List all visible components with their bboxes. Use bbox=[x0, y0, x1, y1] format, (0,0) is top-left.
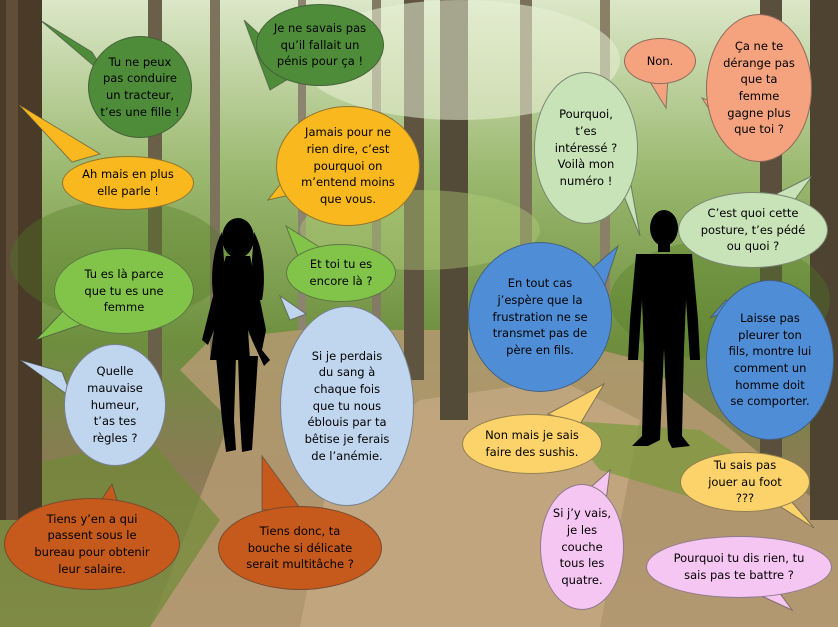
speech-bubble: Non mais je sais faire des sushis. bbox=[462, 414, 602, 474]
bubble-text: C’est quoi cette posture, t’es pédé ou q… bbox=[700, 205, 806, 254]
speech-bubble: Je ne savais pas qu’il fallait un pénis … bbox=[256, 4, 384, 86]
speech-bubble: Pourquoi tu dis rien, tu sais pas te bat… bbox=[646, 536, 832, 598]
speech-bubble: Tu ne peux pas conduire un tracteur, t’e… bbox=[88, 36, 192, 138]
bubble-text: Tu sais pas jouer au foot ??? bbox=[708, 458, 782, 506]
bubble-text: Je ne savais pas qu’il fallait un pénis … bbox=[273, 20, 367, 69]
bubble-text: Quelle mauvaise humeur, t’as tes règles … bbox=[87, 364, 143, 445]
bubble-text: Jamais pour ne rien dire, c’est pourquoi… bbox=[301, 125, 395, 206]
bubble-text: Si j’y vais, je les couche tous les quat… bbox=[552, 506, 612, 587]
bubble-text: Pourquoi tu dis rien, tu sais pas te bat… bbox=[673, 551, 805, 582]
speech-bubble: Si j’y vais, je les couche tous les quat… bbox=[540, 484, 624, 610]
bubble-text: Tu ne peux pas conduire un tracteur, t’e… bbox=[100, 54, 180, 119]
speech-bubble: Tiens donc, ta bouche si délicate serait… bbox=[218, 506, 382, 590]
bubble-text: Non mais je sais faire des sushis. bbox=[485, 428, 579, 459]
speech-bubble: En tout cas j’espère que la frustration … bbox=[468, 242, 612, 392]
speech-bubble: Tu es là parce que tu es une femme bbox=[54, 248, 194, 334]
bubble-text: Tiens y’en a qui passent sous le bureau … bbox=[34, 511, 150, 576]
man-silhouette bbox=[628, 210, 700, 448]
bubble-text: Ça ne te dérange pas que ta femme gagne … bbox=[723, 38, 795, 137]
speech-bubble: Ça ne te dérange pas que ta femme gagne … bbox=[706, 14, 812, 162]
bubble-text: Pourquoi, t’es intéressé ? Voilà mon num… bbox=[554, 107, 618, 188]
speech-bubble: Et toi tu es encore là ? bbox=[286, 244, 396, 302]
bubble-text: Ah mais en plus elle parle ! bbox=[82, 167, 174, 198]
speech-bubble: Laisse pas pleurer ton fils, montre lui … bbox=[706, 280, 834, 440]
bubble-text: Laisse pas pleurer ton fils, montre lui … bbox=[728, 310, 812, 409]
woman-silhouette bbox=[202, 218, 270, 452]
bubble-text: En tout cas j’espère que la frustration … bbox=[492, 276, 588, 357]
speech-bubble: C’est quoi cette posture, t’es pédé ou q… bbox=[678, 192, 828, 268]
speech-bubble: Si je perdais du sang à chaque fois que … bbox=[280, 306, 414, 506]
bubble-text: Et toi tu es encore là ? bbox=[309, 257, 373, 288]
speech-bubble: Quelle mauvaise humeur, t’as tes règles … bbox=[64, 344, 166, 466]
speech-bubble: Jamais pour ne rien dire, c’est pourquoi… bbox=[276, 106, 420, 226]
speech-bubble: Pourquoi, t’es intéressé ? Voilà mon num… bbox=[534, 72, 638, 224]
bubble-text: Tu es là parce que tu es une femme bbox=[84, 266, 164, 315]
speech-bubble: Ah mais en plus elle parle ! bbox=[62, 156, 194, 210]
speech-bubble: Tiens y’en a qui passent sous le bureau … bbox=[4, 498, 180, 590]
speech-bubble: Non. bbox=[624, 38, 696, 84]
bubble-text: Tiens donc, ta bouche si délicate serait… bbox=[246, 523, 354, 572]
bubble-text: Si je perdais du sang à chaque fois que … bbox=[304, 348, 390, 463]
bubble-text: Non. bbox=[646, 53, 674, 68]
speech-bubble: Tu sais pas jouer au foot ??? bbox=[680, 452, 810, 512]
